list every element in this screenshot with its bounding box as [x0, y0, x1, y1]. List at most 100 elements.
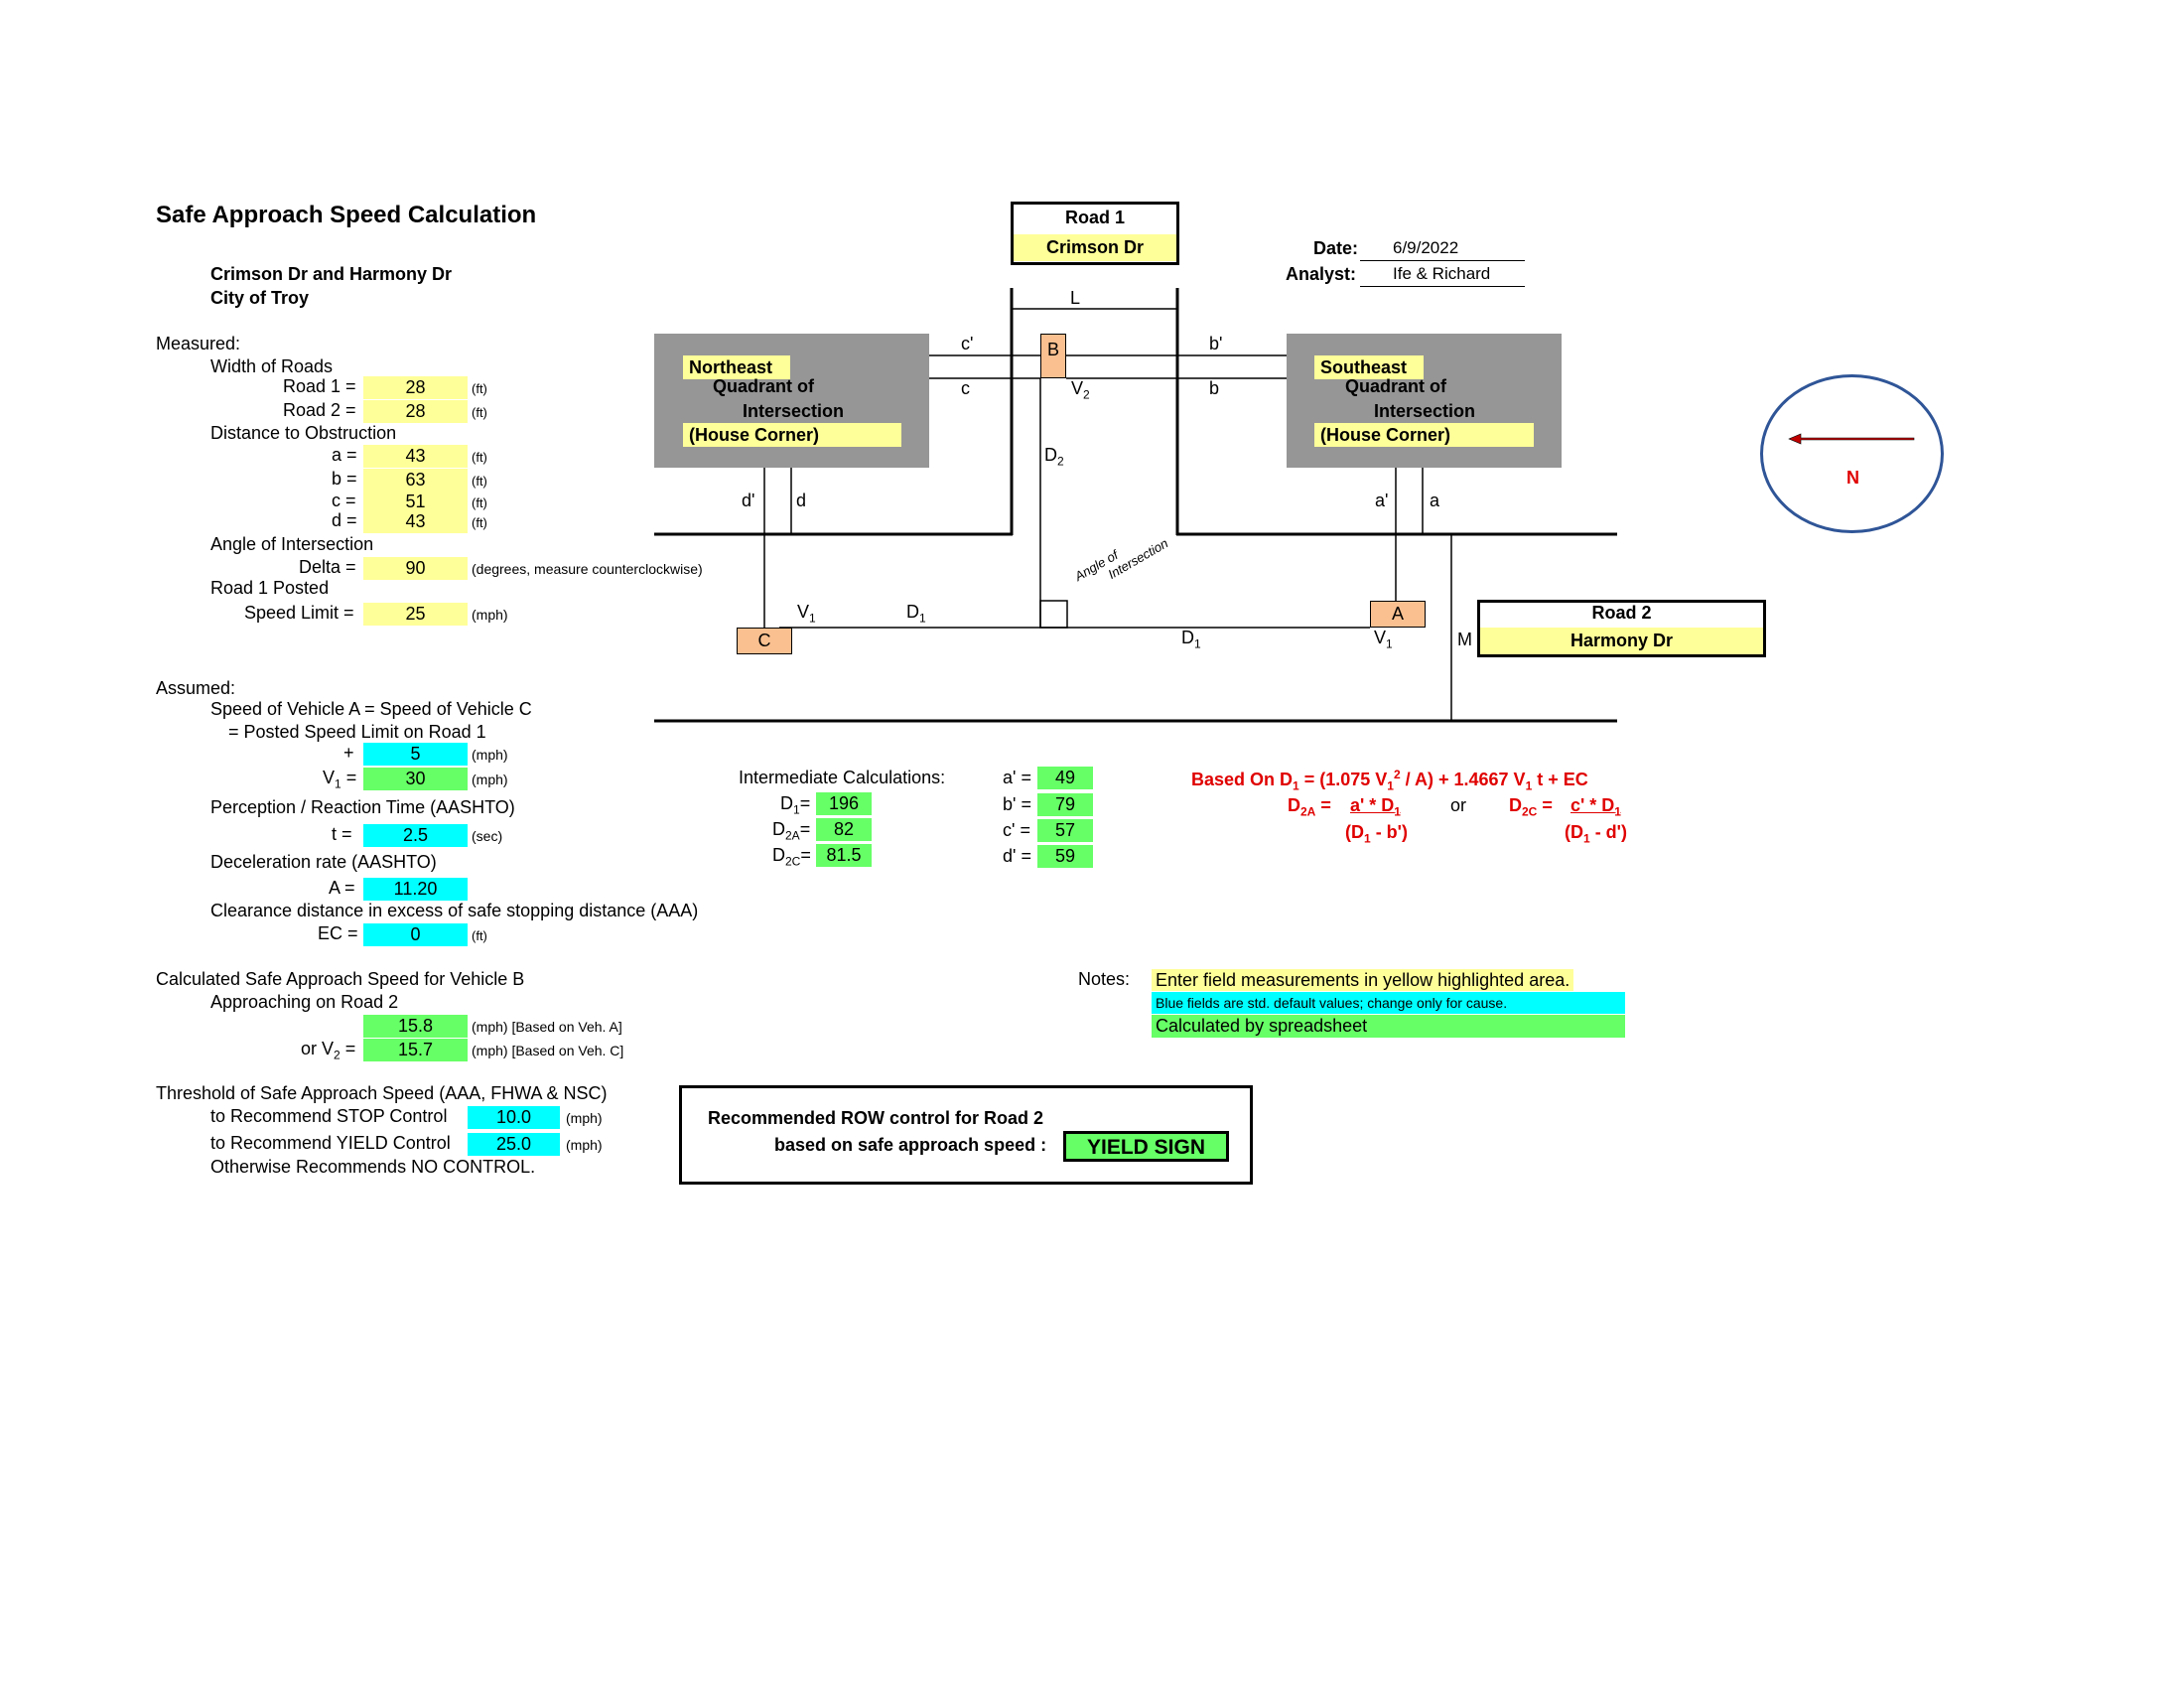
- label-b-prime: b': [1209, 334, 1223, 353]
- label-c-prime: c': [961, 334, 974, 353]
- cp-value: 57: [1037, 819, 1093, 842]
- note-yellow: Enter field measurements in yellow highl…: [1152, 969, 1574, 991]
- clearance-input[interactable]: 0: [363, 923, 468, 946]
- northeast-house-corner: (House Corner): [683, 423, 901, 447]
- d1-label: D1=: [780, 793, 811, 817]
- recommendation-line1: Recommended ROW control for Road 2: [708, 1108, 1044, 1128]
- northeast-label: Northeast: [683, 355, 790, 379]
- northeast-line2: Quadrant of: [713, 376, 814, 396]
- delta-label: Delta =: [299, 557, 356, 577]
- unit-sec: (sec): [472, 828, 503, 844]
- ec-label: EC =: [318, 923, 358, 943]
- analyst-value[interactable]: Ife & Richard: [1393, 264, 1491, 283]
- d-input[interactable]: 43: [363, 510, 468, 533]
- southeast-house-corner: (House Corner): [1314, 423, 1534, 447]
- road1-width-input[interactable]: 28: [363, 376, 468, 399]
- assumed-line2: = Posted Speed Limit on Road 1: [228, 722, 486, 742]
- label-v1-left: V1: [797, 602, 816, 626]
- date-underline: [1360, 260, 1525, 261]
- label-d-prime: d': [742, 491, 755, 510]
- v2-veh-a-value: 15.8: [363, 1015, 468, 1038]
- label-v2: V2: [1071, 378, 1090, 402]
- intermediate-heading: Intermediate Calculations:: [739, 768, 946, 787]
- formula-d2a-left: D2A =: [1288, 795, 1331, 819]
- v2-veh-a-unit: (mph) [Based on Veh. A]: [472, 1019, 622, 1035]
- c-label: c =: [332, 491, 356, 510]
- unit-mph: (mph): [566, 1110, 603, 1126]
- angle-heading: Angle of Intersection: [210, 534, 374, 554]
- formula-d2c-left: D2C =: [1509, 795, 1553, 819]
- delta-input[interactable]: 90: [363, 557, 468, 580]
- compass-ring: [1760, 374, 1944, 533]
- road2-title: Road 2: [1591, 603, 1652, 623]
- cp-label: c' =: [1003, 820, 1030, 840]
- d1-value: 196: [816, 792, 872, 815]
- unit-mph: (mph): [472, 607, 508, 623]
- formula-d1: Based On D1 = (1.075 V12 / A) + 1.4667 V…: [1191, 768, 1588, 793]
- a-label: a =: [332, 445, 357, 465]
- note-blue: Blue fields are std. default values; cha…: [1152, 992, 1625, 1014]
- d2c-label: D2C=: [772, 845, 811, 869]
- deceleration-input[interactable]: 11.20: [363, 878, 468, 901]
- road2-name: Harmony Dr: [1480, 628, 1763, 654]
- vehicle-b: B: [1040, 334, 1066, 378]
- stop-threshold-input[interactable]: 10.0: [468, 1106, 560, 1129]
- date-value[interactable]: 6/9/2022: [1393, 238, 1459, 257]
- page-title: Safe Approach Speed Calculation: [156, 202, 537, 228]
- note-green: Calculated by spreadsheet: [1152, 1015, 1625, 1038]
- formula-d2a-numerator: a' * D1: [1350, 795, 1401, 819]
- southeast-label: Southeast: [1314, 355, 1424, 379]
- label-a-prime: a': [1375, 491, 1389, 510]
- bp-label: b' =: [1003, 794, 1031, 814]
- a-input[interactable]: 43: [363, 445, 468, 468]
- calculated-sub: Approaching on Road 2: [210, 992, 399, 1012]
- distance-heading: Distance to Obstruction: [210, 423, 397, 443]
- label-d1-right: D1: [1181, 628, 1201, 651]
- reaction-time-input[interactable]: 2.5: [363, 824, 468, 847]
- unit-ft: (ft): [472, 405, 487, 420]
- t-label: t =: [332, 824, 352, 844]
- yield-threshold-input[interactable]: 25.0: [468, 1133, 560, 1156]
- road1-name: Crimson Dr: [1014, 234, 1176, 261]
- label-M: M: [1457, 630, 1472, 649]
- formula-d2c-denominator: (D1 - d'): [1565, 822, 1627, 846]
- dp-value: 59: [1037, 845, 1093, 868]
- plus-label: +: [343, 743, 354, 763]
- speed-limit-label: Speed Limit =: [244, 603, 354, 623]
- b-input[interactable]: 63: [363, 469, 468, 492]
- road1-title: Road 1: [1064, 208, 1125, 227]
- d2c-value: 81.5: [816, 844, 872, 867]
- c-input[interactable]: 51: [363, 491, 468, 513]
- city-name: City of Troy: [210, 288, 310, 308]
- road1-label: Road 1 =: [283, 376, 356, 396]
- road2-width-input[interactable]: 28: [363, 400, 468, 423]
- unit-mph: (mph): [472, 747, 508, 763]
- unit-ft: (ft): [472, 450, 487, 465]
- d-label: d =: [332, 510, 357, 530]
- north-arrow-icon: [1788, 433, 1915, 445]
- southeast-line2: Quadrant of: [1345, 376, 1446, 396]
- compass-north-label: N: [1846, 468, 1859, 488]
- formula-d2c-numerator: c' * D1: [1570, 795, 1621, 819]
- label-d: d: [796, 491, 807, 510]
- v1-label: V1 =: [323, 768, 357, 791]
- decel-heading: Deceleration rate (AASHTO): [210, 852, 437, 872]
- analyst-underline: [1360, 286, 1525, 287]
- dp-label: d' =: [1003, 846, 1031, 866]
- posted-heading: Road 1 Posted: [210, 578, 330, 598]
- unit-mph: (mph): [566, 1137, 603, 1153]
- v2-veh-c-value: 15.7: [363, 1039, 468, 1061]
- intersection-name: Crimson Dr and Harmony Dr: [210, 264, 453, 284]
- assumed-heading: Assumed:: [156, 678, 236, 698]
- speed-increment-input[interactable]: 5: [363, 743, 468, 766]
- yield-label: to Recommend YIELD Control: [210, 1133, 451, 1153]
- measured-heading: Measured:: [156, 334, 241, 353]
- width-heading: Width of Roads: [210, 356, 334, 376]
- vehicle-a: A: [1370, 601, 1426, 628]
- recommendation-line2: based on safe approach speed :: [774, 1135, 1047, 1155]
- speed-limit-input[interactable]: 25: [363, 603, 468, 626]
- threshold-heading: Threshold of Safe Approach Speed (AAA, F…: [156, 1083, 608, 1103]
- label-b: b: [1209, 378, 1220, 398]
- d2a-label: D2A=: [772, 819, 811, 843]
